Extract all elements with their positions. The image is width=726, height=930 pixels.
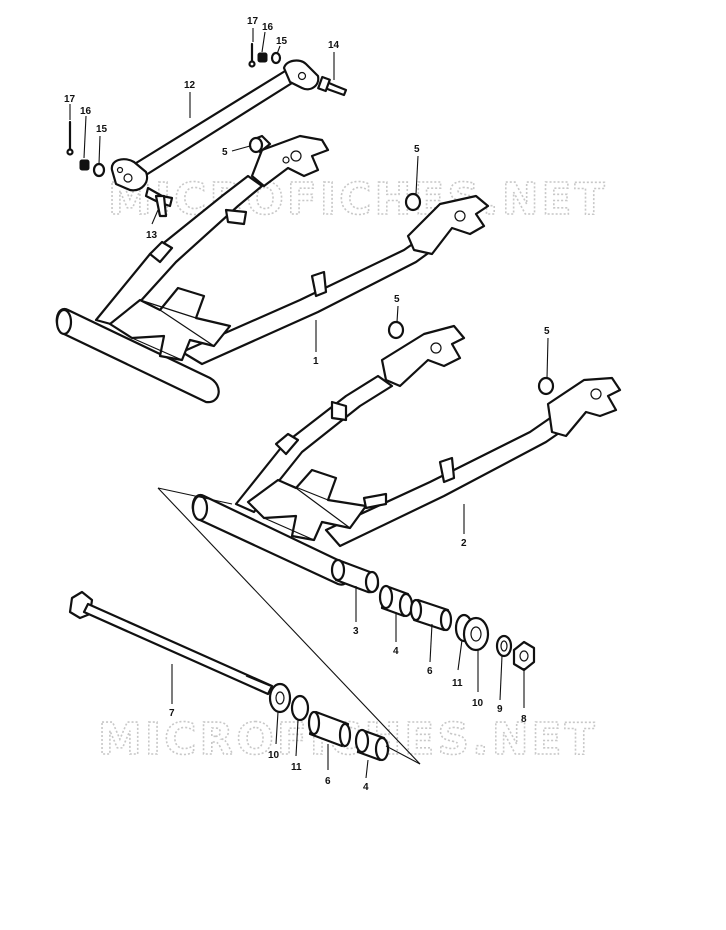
callout-3: 3	[353, 626, 359, 637]
washer-10-11-lower	[268, 682, 310, 722]
assembly-axis-lines	[157, 487, 421, 765]
callout-2: 2	[461, 538, 467, 549]
callout-16-left: 16	[80, 106, 92, 117]
callout-15-top: 15	[276, 36, 288, 47]
callout-6-lower: 6	[325, 776, 331, 787]
hardware-15-16-17-top	[248, 42, 282, 68]
callout-5-c: 5	[394, 294, 400, 305]
callout-10-lower: 10	[268, 750, 280, 761]
callout-9: 9	[497, 704, 503, 715]
swingarm-1	[55, 134, 490, 404]
nut-8	[512, 640, 536, 672]
callout-11-lower: 11	[291, 762, 302, 773]
callout-16-top: 16	[262, 22, 274, 33]
callout-14: 14	[328, 40, 340, 51]
torque-rod-12	[110, 59, 320, 192]
callout-7: 7	[169, 708, 175, 719]
callout-11-upper: 11	[452, 678, 463, 689]
callout-1: 1	[313, 356, 319, 367]
bolt-14	[317, 75, 348, 97]
callout-5-a: 5	[222, 147, 228, 158]
callout-5-b: 5	[414, 144, 420, 155]
callout-15-left: 15	[96, 124, 108, 135]
washer-9	[495, 634, 513, 658]
callout-17-top: 17	[247, 16, 259, 27]
callout-10-upper: 10	[472, 698, 484, 709]
callout-12: 12	[184, 80, 196, 91]
needle-bearing-4-upper	[378, 584, 414, 618]
callout-6-upper: 6	[427, 666, 433, 677]
callout-labels: 17 16 15 14 12 17 16 15 13 5 5 5 5 1 2 3…	[64, 16, 550, 793]
callout-5-d: 5	[544, 326, 550, 337]
bolt-13	[144, 186, 174, 218]
spacer-6-upper	[409, 598, 453, 632]
callout-4-lower: 4	[363, 782, 369, 793]
callout-13: 13	[146, 230, 158, 241]
leader-lines	[69, 28, 549, 779]
pivot-bolt-7	[68, 590, 274, 696]
callout-8: 8	[521, 714, 527, 725]
callout-17-left: 17	[64, 94, 76, 105]
hardware-15-16-17-left	[66, 120, 106, 178]
spacer-6-lower	[307, 710, 352, 748]
watermark-top: MICROFICHES.NET	[108, 174, 608, 225]
washer-11-10-upper	[454, 613, 490, 652]
callout-4-upper: 4	[393, 646, 399, 657]
swingarm-2	[191, 320, 622, 586]
pivot-shaft-3	[330, 558, 380, 594]
needle-bearing-4-lower	[354, 728, 390, 762]
